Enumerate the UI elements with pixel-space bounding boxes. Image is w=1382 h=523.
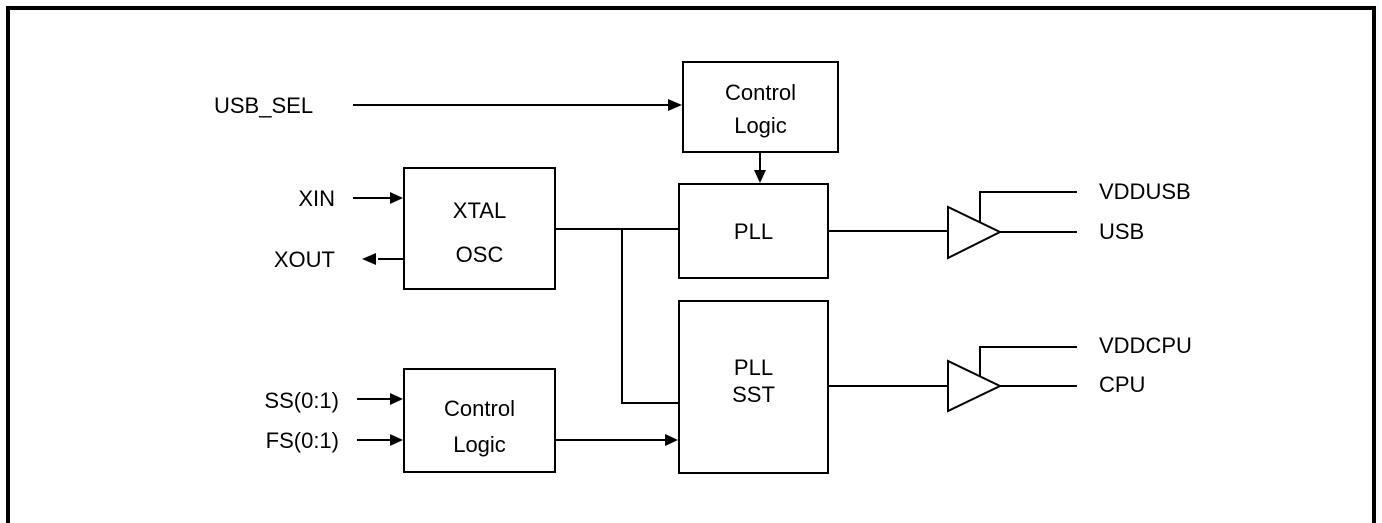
arrow-down-icon	[754, 170, 766, 183]
arrow-right-icon	[390, 434, 403, 446]
arrow-right-icon	[390, 393, 403, 405]
control-logic-top-line2: Logic	[734, 113, 787, 138]
xin-label: XIN	[298, 186, 335, 211]
arrow-right-icon	[665, 434, 678, 446]
control-logic-bottom-line2: Logic	[453, 432, 506, 457]
buffer-triangle-icon	[947, 359, 1003, 413]
usb-label: USB	[1099, 219, 1144, 244]
arrow-left-icon	[362, 253, 376, 265]
vddusb-label: VDDUSB	[1099, 179, 1191, 204]
arrow-right-icon	[390, 192, 403, 204]
fs-label: FS(0:1)	[266, 428, 339, 453]
diagram-frame	[6, 6, 1376, 523]
control-logic-bottom-block: Control Logic	[403, 368, 556, 473]
fs-signal	[357, 434, 403, 446]
control-logic-bottom-line1: Control	[444, 396, 515, 421]
usb-buffer	[828, 191, 1077, 260]
pll-sst-block: PLL SST	[678, 300, 829, 474]
xtal-osc-block: XTAL OSC	[403, 167, 556, 290]
pll-sst-line1: PLL	[734, 355, 773, 380]
xin-signal	[353, 192, 403, 204]
usb-sel-signal	[353, 99, 682, 111]
control-logic-top-block: Control Logic	[682, 61, 839, 153]
vddcpu-label: VDDCPU	[1099, 333, 1192, 358]
buffer-triangle-icon	[947, 205, 1003, 260]
xout-signal	[362, 253, 404, 265]
usb-sel-label: USB_SEL	[214, 93, 313, 118]
cpu-label: CPU	[1099, 372, 1145, 397]
pll-label: PLL	[734, 219, 773, 244]
control-to-pll-sst-signal	[555, 434, 678, 446]
xtal-osc-line1: XTAL	[453, 198, 506, 223]
cpu-buffer	[828, 346, 1077, 413]
control-logic-top-line1: Control	[725, 80, 796, 105]
ss-label: SS(0:1)	[264, 388, 339, 413]
pll-sst-line2: SST	[732, 382, 775, 407]
pll-block: PLL	[678, 183, 829, 279]
xout-label: XOUT	[274, 247, 335, 272]
control-to-pll-signal	[754, 152, 766, 183]
osc-to-pll-signal	[555, 228, 679, 404]
xtal-osc-line2: OSC	[456, 242, 504, 267]
arrow-right-icon	[668, 99, 682, 111]
ss-signal	[357, 393, 403, 405]
